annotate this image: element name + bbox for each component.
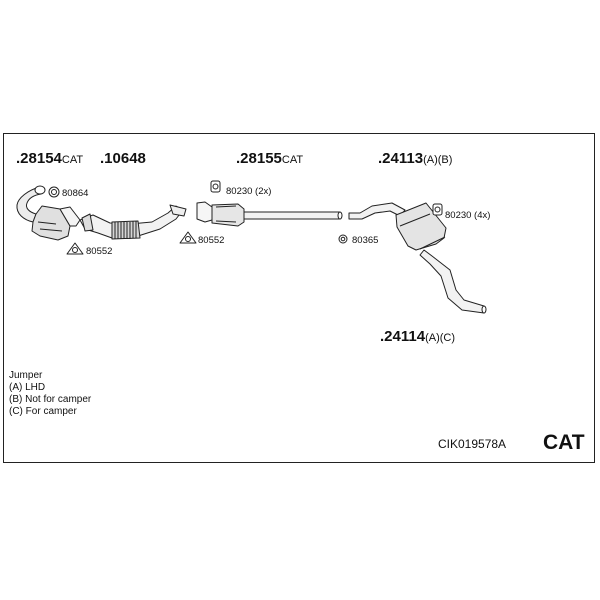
part-label-24113: .24113(A)(B): [378, 150, 453, 167]
accessory-label-80230-4x: 80230 (4x): [445, 210, 491, 221]
legend-vehicle: Jumper: [9, 370, 43, 381]
part-label-10648: .10648: [100, 150, 146, 167]
diagram-frame: [3, 133, 595, 463]
accessory-label-80230-2x: 80230 (2x): [226, 186, 272, 197]
accessory-label-80365: 80365: [352, 235, 379, 246]
kit-code: CIK019578A: [438, 437, 507, 451]
accessory-label-80552-mid: 80552: [198, 235, 225, 246]
clamp-80230-2x-icon: [210, 180, 221, 193]
clamp-80365-icon: [338, 234, 348, 244]
front-catalytic-converter: [16, 185, 81, 241]
gasket-80552-left-icon: [66, 242, 84, 255]
category-tag: CAT: [543, 431, 585, 454]
legend-line-b: (B) Not for camper: [9, 394, 92, 405]
legend-line-c: (C) For camper: [9, 406, 77, 417]
legend: Jumper (A) LHD (B) Not for camper (C) Fo…: [9, 370, 91, 418]
accessory-label-80552-left: 80552: [86, 246, 113, 257]
clamp-80230-4x-icon: [432, 203, 443, 216]
gasket-80552-mid-icon: [179, 231, 197, 244]
legend-line-a: (A) LHD: [9, 382, 46, 393]
part-label-28154: .28154CAT: [16, 150, 84, 167]
part-label-24114: .24114(A)(C): [380, 328, 455, 345]
rear-silencer: [348, 202, 487, 314]
front-pipe: [79, 204, 187, 240]
accessory-label-80864: 80864: [62, 188, 89, 199]
part-label-28155: .28155CAT: [236, 150, 304, 167]
rear-catalytic-converter: [196, 201, 343, 227]
gasket-80864-icon: [48, 186, 60, 198]
